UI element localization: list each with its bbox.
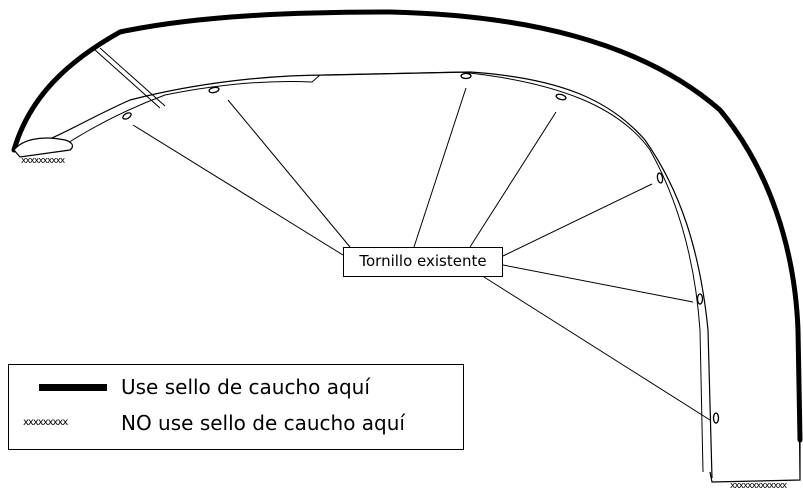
screw-hole: [555, 93, 567, 101]
screw-hole: [460, 72, 472, 80]
leader-line: [483, 276, 711, 421]
screw-hole: [656, 172, 664, 184]
legend-item-seal: Use sello de caucho aquí: [9, 373, 463, 403]
screw-callout-label: Tornillo existente: [343, 247, 503, 277]
x-mark-swatch: xxxxxxxxx: [23, 417, 68, 428]
screw-holes: [122, 72, 720, 424]
screw-hole: [696, 293, 704, 305]
screw-hole: [208, 86, 220, 94]
fender-right-end: [709, 440, 801, 483]
leader-line: [502, 183, 653, 257]
leader-line: [413, 87, 467, 248]
fender-flange: [59, 71, 704, 473]
fender-seam-line: [94, 49, 161, 109]
solid-seal-swatch: [39, 384, 107, 391]
screw-hole: [712, 412, 720, 424]
right-end-no-seal-mark: xxxxxxxxxxxxx: [730, 481, 788, 490]
leader-line: [502, 264, 694, 303]
screw-hole: [122, 112, 132, 120]
fender-left-tip: [13, 137, 74, 158]
legend-label-no-seal: NO use sello de caucho aquí: [121, 411, 405, 435]
fender-inner-lip: [19, 71, 713, 479]
leader-lines: [132, 87, 711, 421]
legend: Use sello de caucho aquí xxxxxxxxx NO us…: [8, 364, 464, 450]
legend-label-use-seal: Use sello de caucho aquí: [121, 375, 370, 399]
left-end-no-seal-mark: xxxxxxxxxx: [21, 156, 66, 166]
leader-line: [469, 111, 557, 248]
legend-item-no-seal: xxxxxxxxx NO use sello de caucho aquí: [9, 409, 463, 439]
fender-outer-edge: [13, 11, 801, 481]
fender-seam-line-2: [99, 47, 166, 107]
leader-line: [227, 99, 351, 248]
leader-line: [132, 124, 344, 256]
